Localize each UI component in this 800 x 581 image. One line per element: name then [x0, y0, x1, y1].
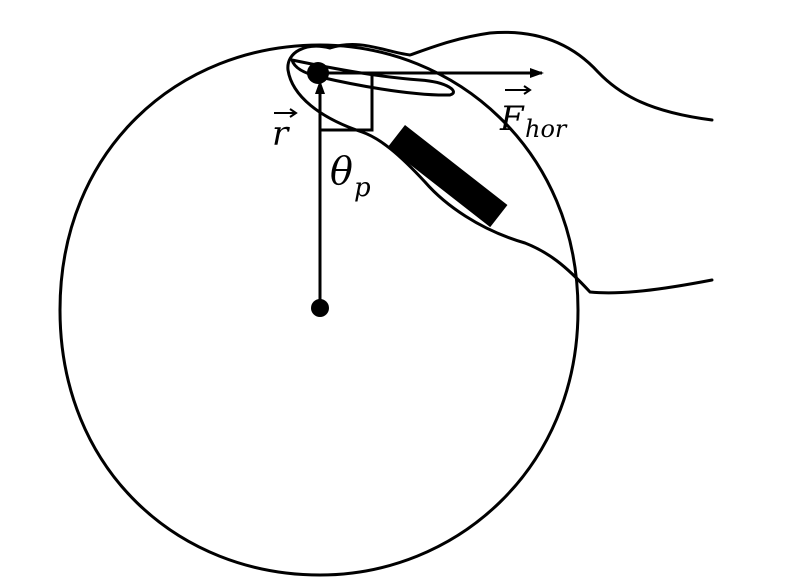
r-label: r — [272, 114, 290, 154]
center-point — [311, 299, 329, 317]
angle-label-group: θ p — [330, 149, 371, 203]
angle-subscript: p — [354, 173, 371, 203]
right-angle-box — [318, 71, 374, 132]
black-bar — [387, 124, 508, 228]
wheel-circle — [58, 43, 580, 577]
force-subscript: hor — [525, 115, 568, 143]
angle-label: θ — [330, 149, 353, 193]
hand-finger-outline — [286, 30, 714, 295]
r-label-group: r — [272, 108, 298, 154]
force-vector-arrow-icon — [505, 85, 532, 95]
contact-point — [307, 62, 329, 84]
force-label-group: F hor — [499, 85, 568, 143]
force-label: F — [499, 99, 525, 139]
r-vector-arrow-icon — [274, 108, 298, 118]
